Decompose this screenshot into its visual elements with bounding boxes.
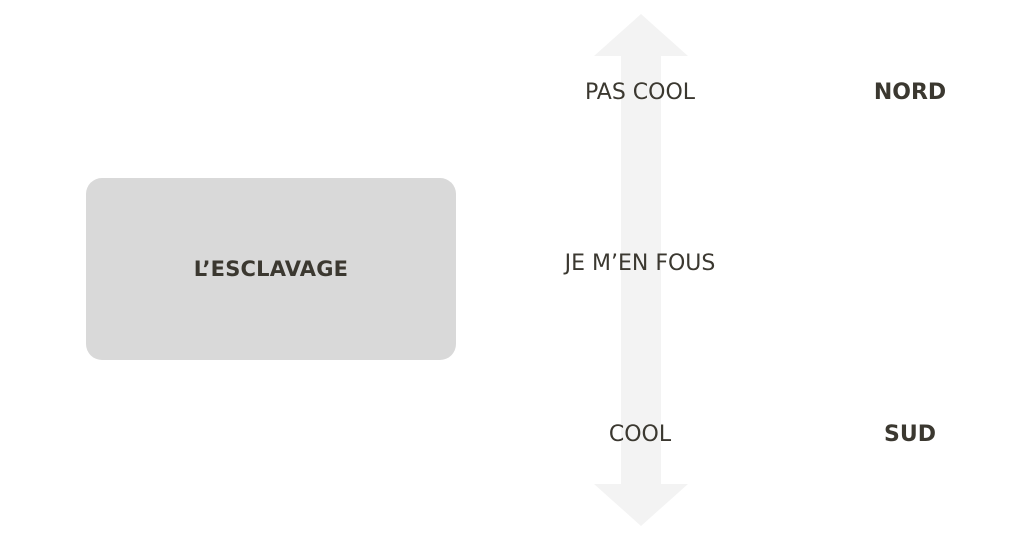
scale-label-top: PAS COOL xyxy=(584,80,696,105)
scale-label-bottom: COOL xyxy=(608,422,672,447)
direction-label-north: NORD xyxy=(873,80,947,105)
double-arrow-icon xyxy=(594,14,688,526)
subject-label: L’ESCLAVAGE xyxy=(193,257,349,281)
double-arrow-shape xyxy=(594,14,688,526)
scale-label-middle: JE M’EN FOUS xyxy=(564,251,716,276)
direction-label-south: SUD xyxy=(884,422,936,447)
subject-box: L’ESCLAVAGE xyxy=(86,178,456,360)
